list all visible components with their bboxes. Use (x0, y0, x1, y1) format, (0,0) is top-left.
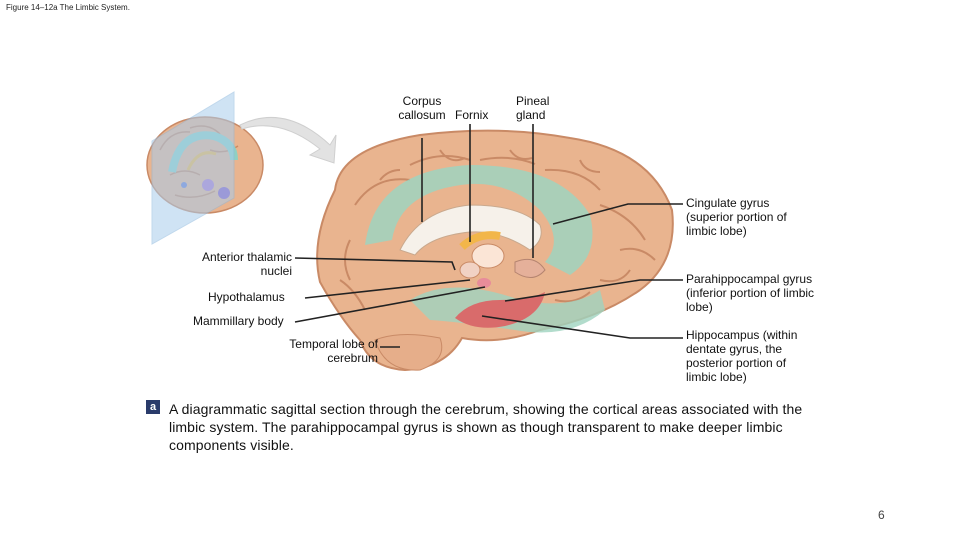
label-hypothalamus: Hypothalamus (208, 290, 285, 304)
label-temporal-lobe: Temporal lobe of cerebrum (289, 337, 378, 365)
label-corpus-callosum: Corpus callosum (398, 94, 446, 122)
main-brain (316, 129, 674, 372)
label-pineal-gland: Pineal gland (516, 94, 550, 122)
label-mammillary-body: Mammillary body (193, 314, 284, 328)
figure-title: Figure 14–12a The Limbic System. (6, 3, 130, 12)
label-fornix: Fornix (455, 108, 489, 122)
label-hippocampus: Hippocampus (within dentate gyrus, the p… (686, 328, 798, 384)
label-parahippocampal-gyrus: Parahippocampal gyrus (inferior portion … (686, 272, 815, 314)
label-anterior-thalamic-nuclei: Anterior thalamic nuclei (201, 250, 292, 278)
arrow-icon (239, 116, 337, 164)
label-cingulate-gyrus: Cingulate gyrus (superior portion of lim… (686, 196, 787, 238)
page-number: 6 (878, 508, 885, 522)
leader-lines (294, 124, 683, 348)
figure-caption: A diagrammatic sagittal section through … (169, 401, 803, 453)
figure-part-badge: a (146, 400, 160, 414)
sagittal-plane (151, 91, 235, 245)
